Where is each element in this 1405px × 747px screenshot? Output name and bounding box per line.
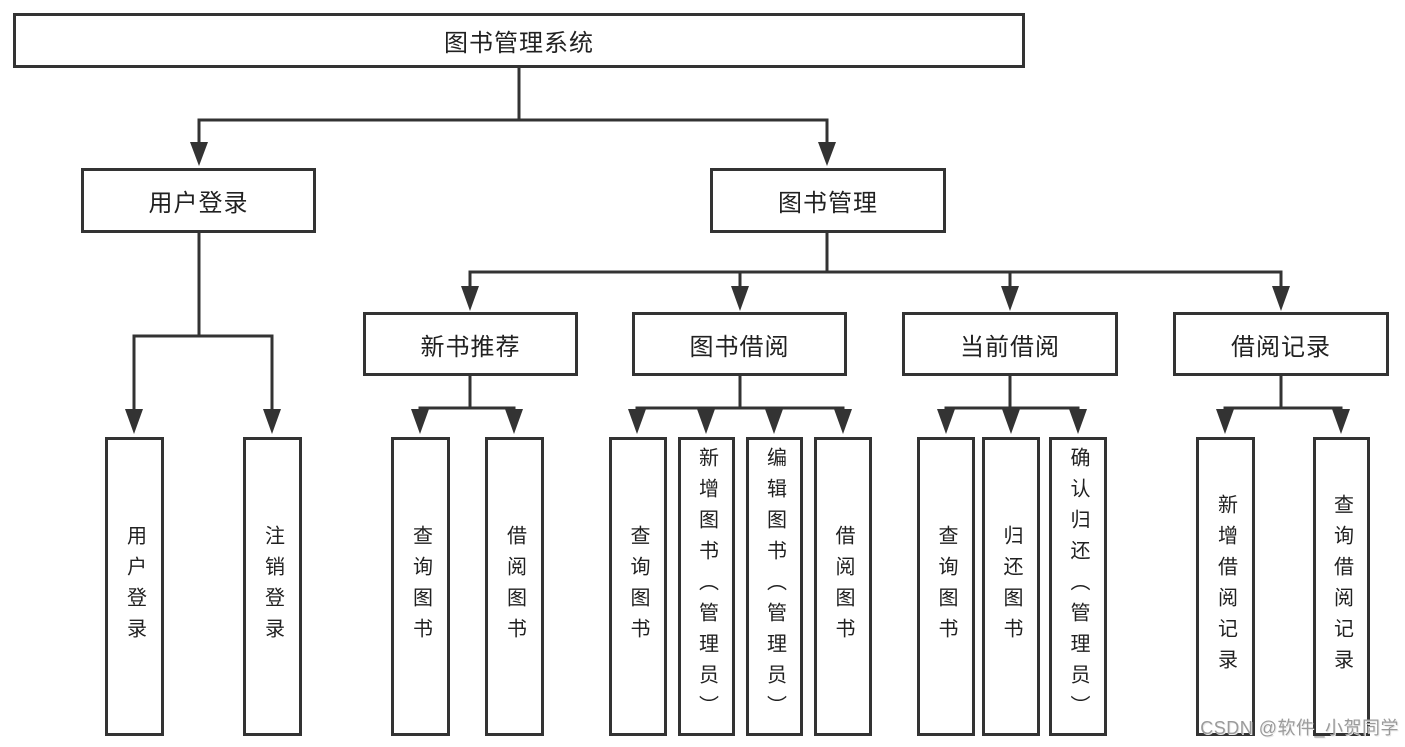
arrowhead-icon <box>411 409 429 434</box>
connector-path <box>132 231 274 411</box>
arrowhead-icon <box>697 409 715 434</box>
node-label: 当前借阅 <box>960 333 1060 361</box>
arrowhead-icon <box>1216 409 1234 434</box>
node-label: 归还图书 <box>1000 524 1022 649</box>
arrowhead-icon <box>1002 409 1020 434</box>
arrowhead-icon <box>834 409 852 434</box>
arrowhead-icon <box>1332 409 1350 434</box>
arrowhead-icon <box>1001 286 1019 311</box>
arrowhead-icon <box>505 409 523 434</box>
node-current-borrowing: 当前借阅 <box>902 312 1118 376</box>
arrowhead-icon <box>125 409 143 434</box>
arrowhead-icon <box>263 409 281 434</box>
arrowhead-icon <box>1272 286 1290 311</box>
node-label: 借阅图书 <box>832 524 854 649</box>
node-label: 查询图书 <box>935 524 957 649</box>
node-leaf-add-borrow-record: 新增借阅记录 <box>1196 437 1255 736</box>
node-leaf-borrow-books: 借阅图书 <box>814 437 872 736</box>
node-label: 图书管理 <box>778 190 878 217</box>
node-leaf-query-books-borrow: 查询图书 <box>609 437 667 736</box>
connector-path <box>635 375 845 412</box>
connector-path <box>418 375 516 412</box>
node-label: 查询图书 <box>409 524 432 649</box>
node-label: 用户登录 <box>123 524 146 649</box>
arrowhead-icon <box>628 409 646 434</box>
node-leaf-add-books-admin: 新增图书（管理员） <box>678 437 735 736</box>
connector-path <box>944 375 1080 412</box>
node-leaf-confirm-return-admin: 确认归还（管理员） <box>1049 437 1107 736</box>
connector-path <box>468 231 1283 289</box>
node-label: 新增图书（管理员） <box>695 447 718 726</box>
node-label: 借阅记录 <box>1231 333 1331 361</box>
node-book-borrowing: 图书借阅 <box>632 312 847 376</box>
node-leaf-query-books-recommend: 查询图书 <box>391 437 450 736</box>
connector-path <box>1223 375 1343 412</box>
node-label: 查询借阅记录 <box>1330 493 1353 680</box>
node-label: 新书推荐 <box>420 333 521 361</box>
node-label: 注销登录 <box>261 524 284 649</box>
arrowhead-icon <box>818 142 836 166</box>
node-leaf-user-login: 用户登录 <box>105 437 164 736</box>
node-leaf-borrow-books-recommend: 借阅图书 <box>485 437 544 736</box>
node-leaf-logout-login: 注销登录 <box>243 437 302 736</box>
arrowhead-icon <box>765 409 783 434</box>
node-label: 图书借阅 <box>689 333 790 361</box>
connector-path <box>197 66 829 144</box>
node-leaf-query-borrow-record: 查询借阅记录 <box>1313 437 1370 736</box>
node-book-management: 图书管理 <box>710 168 946 233</box>
node-label: 查询图书 <box>627 524 649 649</box>
node-label: 新增借阅记录 <box>1214 493 1237 680</box>
node-new-book-recommendation: 新书推荐 <box>363 312 578 376</box>
node-label: 编辑图书（管理员） <box>763 447 786 726</box>
node-user-login: 用户登录 <box>81 168 316 233</box>
node-label: 用户登录 <box>148 190 249 217</box>
arrowhead-icon <box>190 142 208 166</box>
node-library-system: 图书管理系统 <box>13 13 1025 68</box>
node-borrowing-records: 借阅记录 <box>1173 312 1389 376</box>
arrowhead-icon <box>937 409 955 434</box>
arrowhead-icon <box>1069 409 1087 434</box>
node-label: 借阅图书 <box>503 524 526 649</box>
node-label: 图书管理系统 <box>444 30 594 57</box>
node-leaf-return-books: 归还图书 <box>982 437 1040 736</box>
node-leaf-query-books-current: 查询图书 <box>917 437 975 736</box>
node-leaf-edit-books-admin: 编辑图书（管理员） <box>746 437 803 736</box>
arrowhead-icon <box>731 286 749 311</box>
node-label: 确认归还（管理员） <box>1067 447 1089 726</box>
watermark: CSDN @软件_小贺同学 <box>1200 718 1399 738</box>
arrowhead-icon <box>461 286 479 311</box>
